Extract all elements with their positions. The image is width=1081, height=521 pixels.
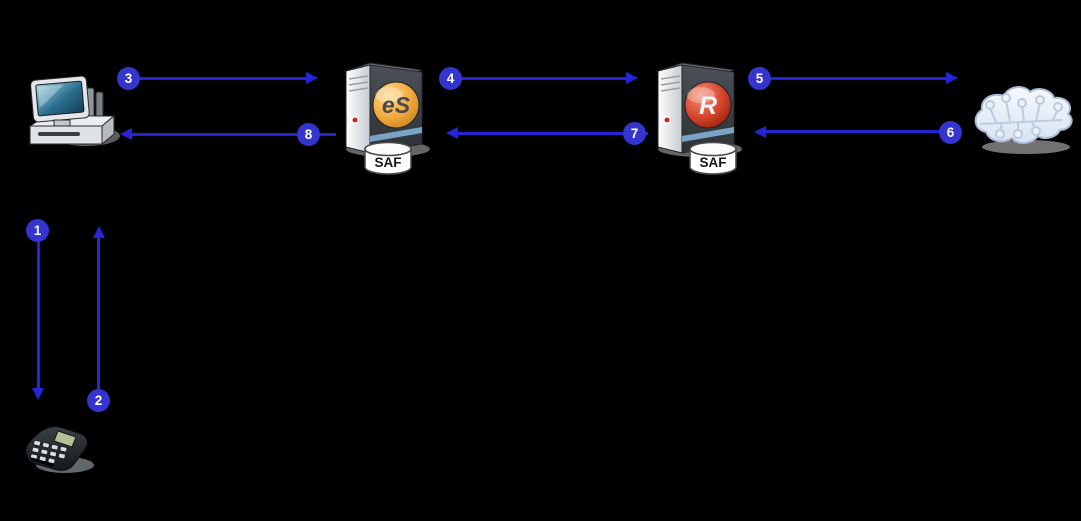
flow-6-badge: 6 [939, 121, 962, 144]
monitor [30, 75, 90, 123]
cloud-shadow [982, 140, 1070, 154]
monitor-stand [53, 119, 71, 127]
flow-5-badge: 5 [748, 67, 771, 90]
esocket-saf-store: SAF [362, 140, 414, 176]
circuit-cloud-icon [974, 86, 1073, 154]
flow-8-arrowhead [120, 128, 132, 140]
realtime-logo-badge [684, 81, 732, 129]
flow-7-arrowhead [446, 127, 458, 139]
terminal-keypad [30, 440, 68, 464]
terminal-screen [53, 430, 77, 448]
flow-1-badge: 1 [26, 219, 49, 242]
flow-6-arrowhead [754, 126, 766, 138]
flow-4-badge: 4 [439, 67, 462, 90]
server-accent-stripe [370, 127, 422, 142]
flow-3-line [124, 77, 306, 80]
drive-slot [38, 132, 80, 136]
flow-5-arrowhead [946, 72, 958, 84]
server-vents [348, 75, 369, 92]
flow-7-line [458, 132, 648, 135]
server-vents [660, 75, 681, 92]
payment-terminal-icon [25, 426, 94, 473]
database-cylinder-icon: SAF [689, 141, 737, 175]
flow-3-badge: 3 [117, 67, 140, 90]
flow-7-badge: 7 [623, 122, 646, 145]
monitor-screen [35, 80, 85, 117]
circuit-pattern [979, 93, 1063, 139]
saf-label: SAF [700, 155, 727, 170]
flow-4-arrowhead [626, 72, 638, 84]
esocket-logo-badge [372, 81, 420, 129]
server-front [657, 64, 683, 154]
pos-computer [20, 72, 122, 154]
flow-1-line [37, 240, 40, 390]
esocket-logo-text: eS [382, 92, 411, 118]
saf-label: SAF [375, 155, 402, 170]
flow-8-badge: 8 [297, 123, 320, 146]
flow-3-arrowhead [306, 72, 318, 84]
flow-6-line [766, 130, 946, 133]
network-cloud [966, 84, 1076, 156]
pos-computer-icon [28, 75, 120, 146]
realtime-logo-text: R [699, 92, 717, 120]
flow-1-arrowhead [32, 388, 44, 400]
realtime-saf-store: SAF [687, 140, 739, 176]
power-led [664, 117, 670, 123]
server-accent-stripe [682, 127, 734, 142]
flow-2-arrowhead [93, 226, 105, 238]
flow-2-line [97, 238, 100, 394]
database-cylinder-icon: SAF [364, 141, 412, 175]
flow-5-line [761, 77, 946, 80]
flow-8-line [132, 133, 336, 136]
card-slot [30, 457, 54, 467]
power-led [352, 117, 358, 123]
flow-2-badge: 2 [87, 389, 110, 412]
flow-4-line [452, 77, 626, 80]
payment-terminal [18, 420, 98, 476]
